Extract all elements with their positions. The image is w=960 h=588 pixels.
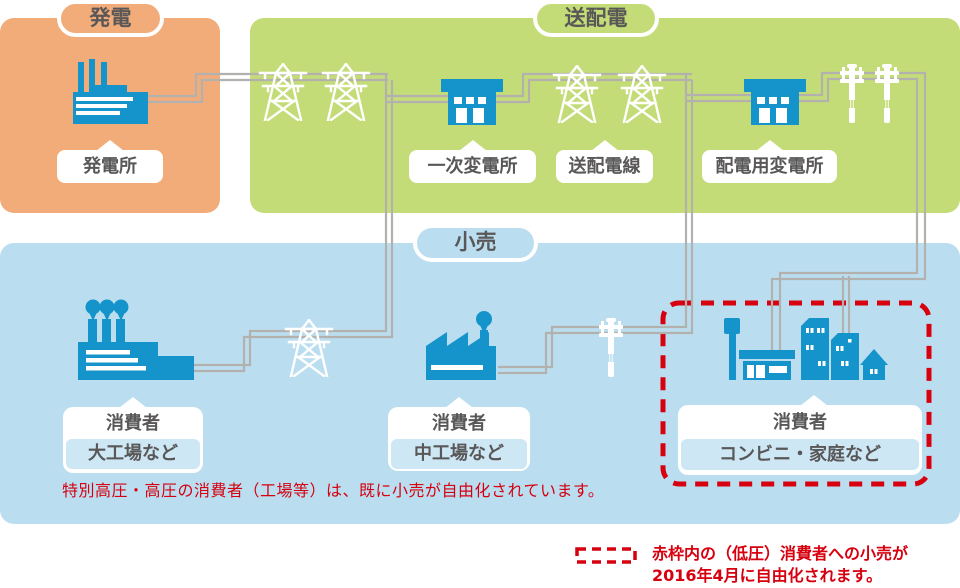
consumer-label-store-homes: 消費者 コンビニ・家庭など bbox=[678, 395, 922, 475]
retail-liberalized-note: 特別高圧・高圧の消費者（工場等）は、既に小売が自由化されています。 bbox=[62, 481, 605, 500]
legend-dash-sample bbox=[575, 547, 637, 564]
label-pointer bbox=[458, 140, 487, 151]
legend-line-1: 赤枠内の（低圧）消費者への小売が bbox=[652, 544, 909, 563]
distribution-substation-label: 配電用変電所 bbox=[702, 140, 837, 183]
label-pointer bbox=[96, 140, 124, 151]
label-pointer bbox=[755, 140, 784, 151]
power-plant-label: 発電所 bbox=[57, 140, 163, 183]
label-pointer bbox=[119, 397, 147, 408]
transmission-section-box bbox=[250, 18, 960, 213]
consumer-label-medium-factory: 消費者 中工場など bbox=[388, 397, 530, 471]
legend-line-2: 2016年4月に自由化されます。 bbox=[652, 566, 883, 585]
transmission-pill: 送配電 bbox=[533, 0, 659, 37]
consumer-label-large-factory: 消費者 大工場など bbox=[63, 397, 203, 473]
generation-section-box bbox=[0, 18, 220, 213]
transmission-line-label: 送配電線 bbox=[556, 140, 653, 183]
label-pointer bbox=[445, 397, 473, 408]
label-pointer bbox=[590, 140, 619, 151]
retail-pill: 小売 bbox=[413, 224, 538, 262]
legend-text: 赤枠内の（低圧）消費者への小売が 2016年4月に自由化されます。 bbox=[652, 543, 908, 587]
generation-pill: 発電 bbox=[57, 0, 164, 37]
label-pointer bbox=[800, 395, 828, 406]
primary-substation-label: 一次変電所 bbox=[409, 140, 536, 183]
